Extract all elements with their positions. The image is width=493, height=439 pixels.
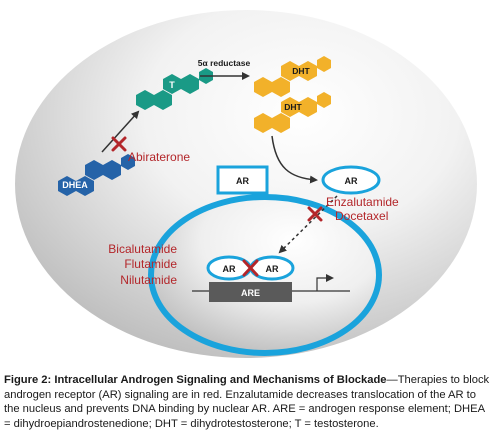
transcription-arrow <box>316 274 334 291</box>
ar-oval-label: AR <box>345 176 358 186</box>
dht-label-top: DHT <box>292 66 310 76</box>
arrow-dhea-to-t <box>101 110 140 153</box>
drug-enzalutamide: Enzalutamide <box>326 195 399 209</box>
drug-abiraterone: Abiraterone <box>128 150 190 164</box>
testosterone-molecule <box>136 68 213 110</box>
are-label: ARE <box>241 288 260 298</box>
figure-caption: Figure 2: Intracellular Androgen Signali… <box>4 373 491 431</box>
ar-box-label: AR <box>236 176 249 186</box>
caption-body: —Therapies to block androgen receptor (A… <box>4 374 490 430</box>
dht-molecule-top <box>254 56 331 97</box>
ar-left-label: AR <box>223 264 236 274</box>
arrow-ar-translocation <box>278 195 338 254</box>
dht-label-mid: DHT <box>284 102 302 112</box>
arrow-dht-to-ar <box>271 135 318 184</box>
enzyme-label: 5α reductase <box>198 58 251 68</box>
dht-molecule-mid <box>254 92 331 133</box>
ar-oval <box>321 165 381 195</box>
dhea-molecule <box>58 154 135 196</box>
ar-right-label: AR <box>266 264 279 274</box>
androgen-signaling-diagram: DHEA T DHT DHT 5α reductase AR AR <box>15 10 477 358</box>
caption-title: Figure 2: Intracellular Androgen Signali… <box>4 374 387 386</box>
block-mark-abiraterone <box>111 136 127 152</box>
drug-nilutamide: Nilutamide <box>120 273 177 287</box>
block-mark-antiandrogens <box>242 259 259 277</box>
ar-box <box>216 165 269 195</box>
drug-docetaxel: Docetaxel <box>335 209 388 223</box>
t-label: T <box>169 80 175 90</box>
block-mark-enzalutamide <box>307 206 323 222</box>
drug-flutamide: Flutamide <box>124 257 177 271</box>
dhea-label: DHEA <box>62 180 88 190</box>
are-box <box>209 282 292 302</box>
drug-bicalutamide: Bicalutamide <box>108 242 177 256</box>
